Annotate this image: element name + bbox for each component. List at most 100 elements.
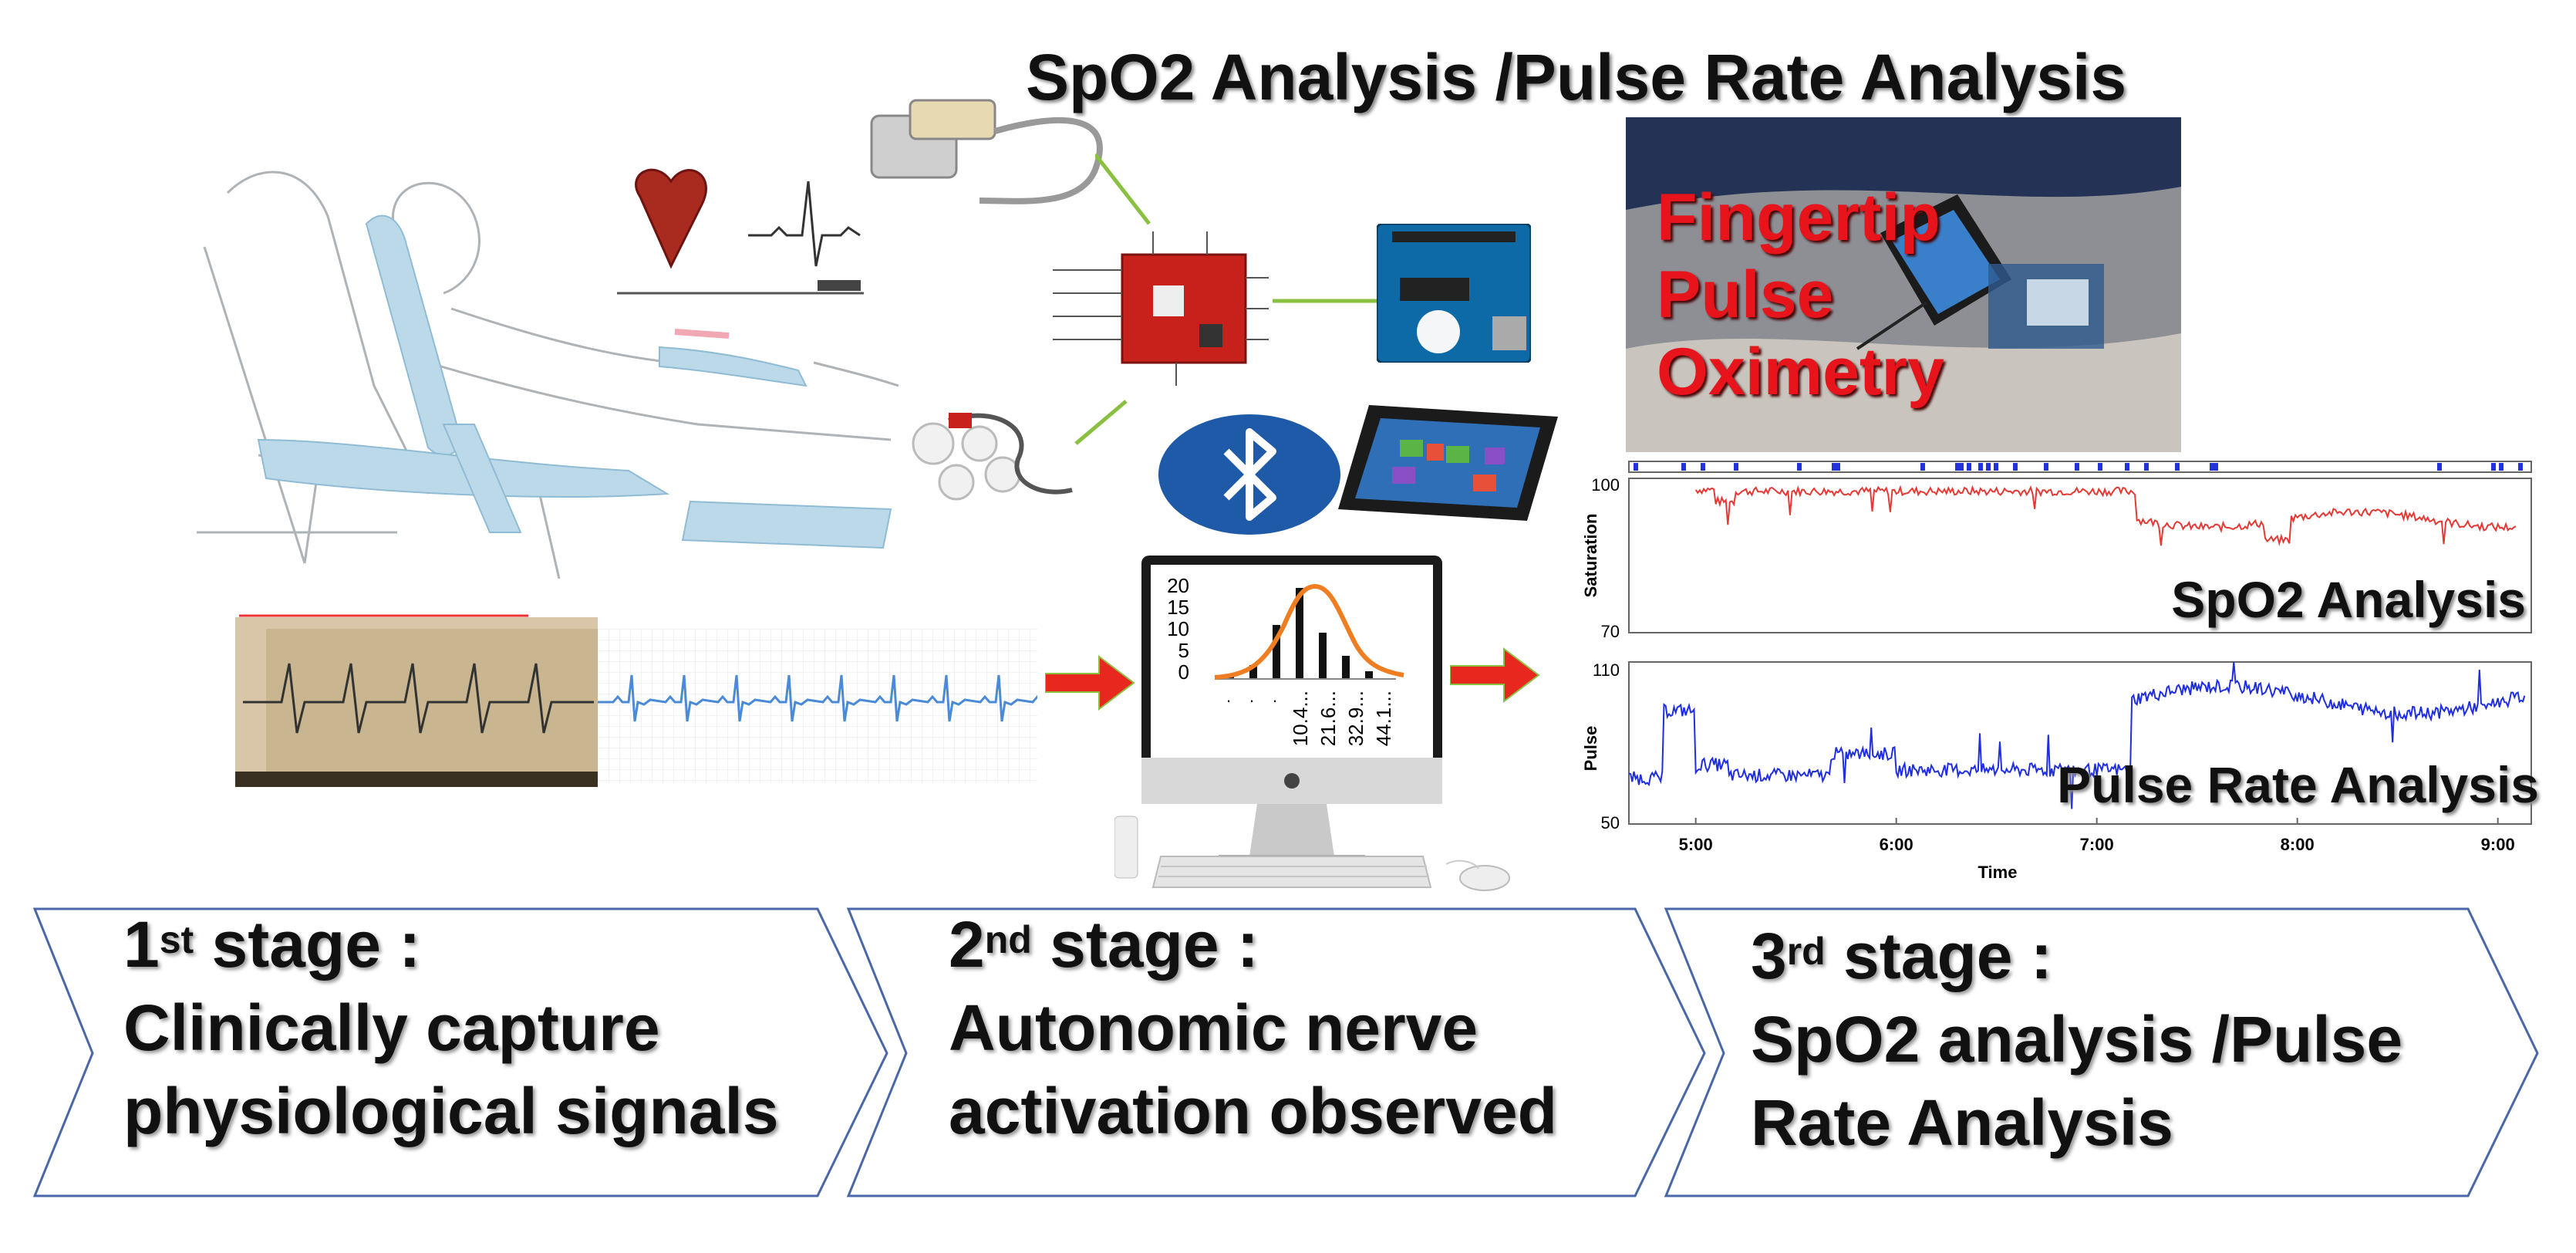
histogram-bar (1273, 625, 1280, 679)
photo-label-line: Oximetry (1657, 335, 1944, 409)
event-mark (1797, 463, 1802, 471)
stage-1-chevron (32, 907, 888, 1197)
red-arrow (1450, 647, 1540, 704)
event-mark (2125, 463, 2129, 471)
stage-line: SpO2 analysis /Pulse (1751, 1003, 2403, 1076)
heart-ecg-image (617, 150, 864, 297)
connector-line (1095, 153, 1151, 225)
connector-line (1273, 299, 1377, 303)
sensor-board-image (1053, 231, 1269, 386)
stage-3-text: 3rd stage : SpO2 analysis /Pulse Rate An… (1751, 914, 2402, 1164)
pulse-plot-area (1628, 661, 2532, 825)
histogram-y-tick: 10 (1167, 617, 1189, 640)
electrodes-image (912, 413, 1073, 501)
histogram-bar (1342, 656, 1350, 679)
event-mark (2144, 463, 2149, 471)
event-mark (1681, 463, 1686, 471)
stage-line: physiological signals (123, 1075, 779, 1147)
event-mark (2214, 463, 2218, 471)
spo2-series-line (1694, 485, 2517, 547)
heart-icon (635, 168, 707, 269)
red-marker-line (239, 614, 528, 617)
oximeter-probe-image (870, 99, 1103, 204)
histogram-bar (1296, 588, 1303, 679)
event-mark (1959, 463, 1964, 471)
stage-1-text: 1st stage : Clinically capture physiolog… (123, 903, 779, 1153)
bluetooth-icon (1158, 414, 1340, 535)
apple-logo-icon (1284, 773, 1300, 789)
histogram-bar (1365, 671, 1373, 679)
spo2-plot-area (1628, 478, 2532, 633)
event-mark (1920, 463, 1925, 471)
ecg-paper-photo (235, 617, 598, 787)
event-mark (2210, 463, 2214, 471)
stage-line: Clinically capture (123, 991, 660, 1064)
x-tick-label: 7:00 (2080, 835, 2114, 854)
pulse-panel-label: Pulse Rate Analysis (2057, 756, 2539, 813)
event-mark (1967, 463, 1971, 471)
page-title: SpO2 Analysis /Pulse Rate Analysis (1026, 41, 2127, 113)
histogram-x-tick-mark: . (1226, 687, 1231, 706)
event-mark (2175, 463, 2180, 471)
spo2-y-tick: 100 (1591, 475, 1620, 495)
histogram-x-label: 44.1... (1372, 691, 1395, 746)
event-mark (1994, 463, 1998, 471)
time-x-label: Time (1978, 863, 2018, 882)
keyboard-mouse (1114, 816, 1510, 891)
histogram-bar (1249, 665, 1257, 679)
stage-line: Rate Analysis (1751, 1086, 2173, 1159)
event-mark (2491, 463, 2496, 471)
event-mark (2518, 463, 2523, 471)
stage-line: activation observed (949, 1075, 1557, 1147)
stage-2-chevron (846, 907, 1706, 1197)
event-mark (2437, 463, 2442, 471)
event-mark (1986, 463, 1991, 471)
histogram-bar (1319, 633, 1327, 679)
histogram-x-label: 32.9... (1344, 691, 1367, 746)
histogram-x-tick-mark: . (1249, 687, 1254, 706)
stage-line: Autonomic nerve (949, 991, 1479, 1064)
stage-3-chevron (1664, 907, 2539, 1197)
histogram-curve (1214, 583, 1404, 680)
pulse-y-tick: 110 (1593, 660, 1620, 680)
x-tick-label: 6:00 (1880, 835, 1913, 854)
spo2-y-tick: 70 (1601, 622, 1620, 641)
event-mark (2499, 463, 2504, 471)
arduino-board-image (1377, 224, 1531, 363)
histogram-x-label: 10.4... (1289, 691, 1312, 746)
histogram-y-tick: 0 (1178, 660, 1189, 684)
pulse-series-line (1628, 661, 2526, 809)
event-mark (1634, 463, 1638, 471)
histogram-x-label: 21.6... (1317, 691, 1340, 746)
stage-heading: 2nd stage : (949, 908, 1259, 981)
event-mark (1701, 463, 1705, 471)
histogram-y-tick: 5 (1178, 639, 1189, 662)
tablet-image (1338, 405, 1558, 521)
spo2-pulse-charts: 100 70 Saturation SpO2 Analysis 110 50 P… (1581, 461, 2539, 882)
histogram-y-tick: 15 (1167, 596, 1189, 619)
ecg-wave (748, 181, 861, 267)
event-mark (2013, 463, 2018, 471)
event-mark (2044, 463, 2048, 471)
stage-2-text: 2nd stage : Autonomic nerve activation o… (949, 903, 1557, 1153)
x-tick-label: 5:00 (1679, 835, 1713, 854)
pulse-y-tick: 50 (1601, 813, 1620, 833)
ecg-grid-trace (598, 629, 1037, 783)
event-mark (2098, 463, 2102, 471)
histogram-x-tick-mark: . (1273, 687, 1277, 706)
event-mark (1832, 463, 1836, 471)
connector-line (1074, 400, 1128, 445)
event-mark (2075, 463, 2079, 471)
x-tick-label: 8:00 (2281, 835, 2315, 854)
stage-heading: 1st stage : (123, 908, 421, 981)
event-mark (1955, 463, 1960, 471)
histogram-y-tick: 20 (1167, 574, 1189, 597)
spo2-panel-label: SpO2 Analysis (2171, 571, 2526, 628)
fingertip-oximetry-photo: Fingertip Pulse Oximetry (1626, 117, 2181, 452)
event-mark (1734, 463, 1738, 471)
event-mark (1978, 463, 1983, 471)
photo-label-line: Pulse (1657, 258, 1834, 332)
spo2-y-label: Saturation (1581, 514, 1600, 598)
red-arrow (1045, 654, 1135, 711)
